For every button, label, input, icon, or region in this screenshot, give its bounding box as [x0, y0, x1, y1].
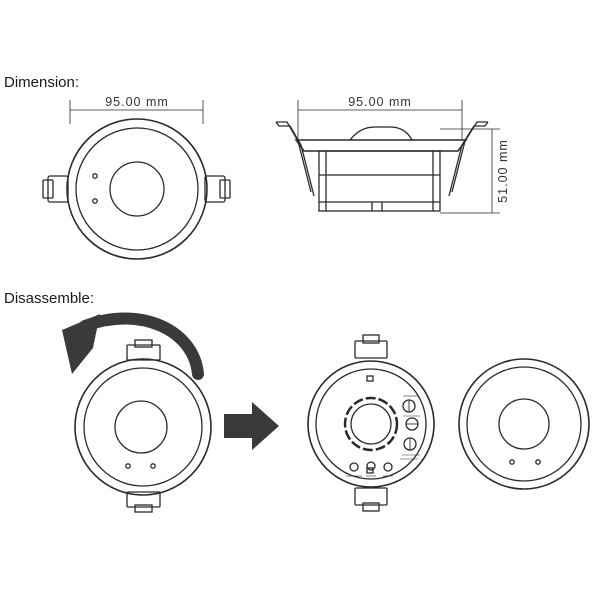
disassemble-front-view: [74, 339, 212, 513]
disassembled-cover-view: [458, 358, 590, 490]
right-arrow-icon: [224, 402, 279, 450]
dimension-heading: Dimension:: [4, 74, 80, 91]
side-width-label: 95.00 mm: [348, 95, 412, 109]
top-view-drawing: [42, 100, 231, 260]
disassemble-heading: Disassemble:: [4, 290, 95, 307]
top-view-outer-ring: [66, 118, 208, 260]
top-view-lens: [109, 161, 165, 217]
side-view-drawing: [275, 100, 500, 214]
rotate-arrow-icon: [62, 312, 204, 380]
disassembled-base-view: [307, 334, 435, 512]
side-height-label: 51.00 mm: [496, 139, 510, 203]
top-width-label: 95.00 mm: [105, 95, 169, 109]
